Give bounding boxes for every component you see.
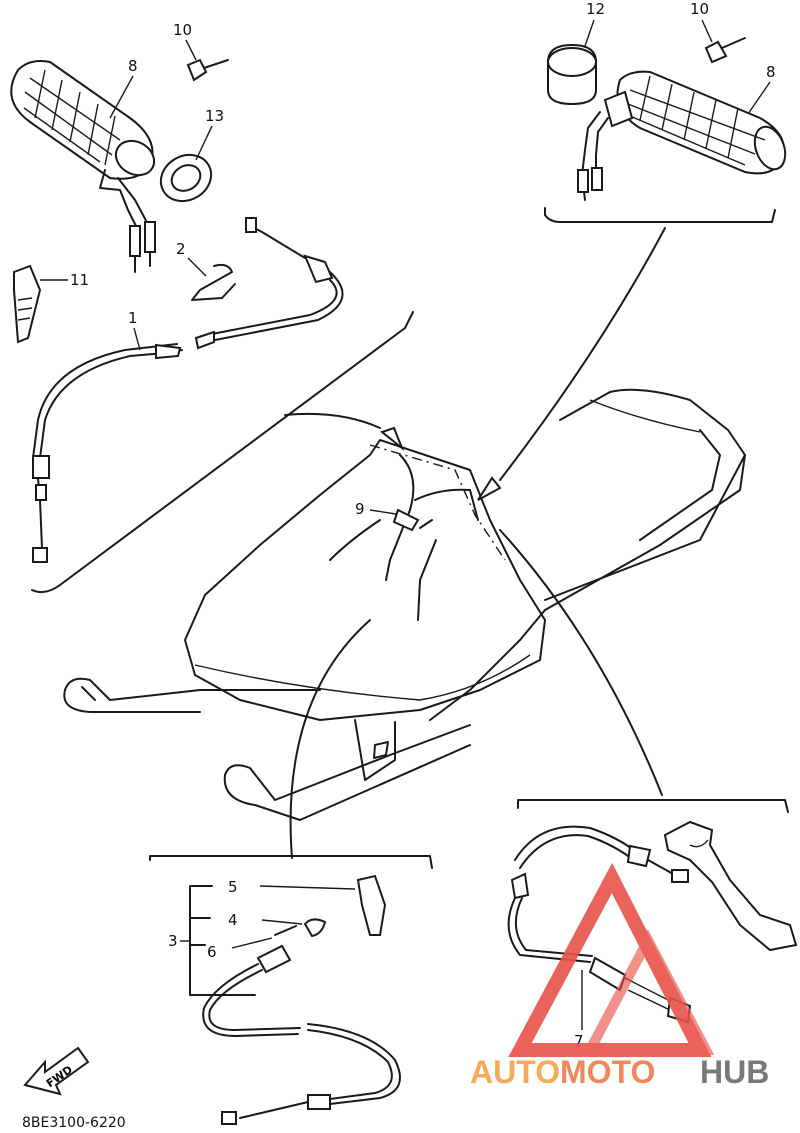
callout-6: 6 [207,943,217,961]
inset-border-bottom-right [517,799,789,813]
callout-8-left: 8 [128,57,138,75]
callout-13: 13 [205,107,224,125]
drawing-code: 8BE3100-6220 [22,1115,126,1131]
inset-border-bottom-left [149,855,433,869]
inset-border-left [31,311,414,594]
brake-lever [663,820,798,952]
callout-12: 12 [586,0,605,18]
part-3-cable-assy [189,874,401,1125]
watermark-moto: MOTO [560,1054,655,1090]
part-12-cap [547,43,597,106]
automotohub-watermark: AUTO MOTO HUB [470,862,769,1090]
callout-4: 4 [228,911,238,929]
callout-3: 3 [168,932,178,950]
callout-10-left: 10 [173,21,192,39]
callout-8-right: 8 [766,63,776,81]
callout-2: 2 [176,240,186,258]
leader-lines [284,227,666,859]
part-13-ring [159,153,213,203]
callout-1: 1 [128,309,138,327]
callout-11: 11 [70,271,89,289]
callout-5: 5 [228,878,238,896]
part-2-clip [191,263,236,301]
watermark-auto: AUTO [470,1054,560,1090]
snowmobile-body [63,388,746,821]
part-1-cable [32,217,344,563]
left-grip [10,60,156,273]
right-grip [577,70,787,201]
part-11-band [13,264,42,344]
part-10-screw-right [704,37,746,64]
fwd-arrow: FWD [23,1046,90,1096]
watermark-hub: HUB [700,1054,769,1090]
part-10-screw-left [186,58,229,82]
callout-9: 9 [355,500,365,518]
callout-10-right: 10 [690,0,709,18]
inset-border-right [544,207,776,223]
callouts: 10 8 13 2 11 1 12 10 8 9 5 4 3 6 7 8BE31… [22,0,776,1131]
part-7-brake-cable [507,825,692,1030]
callout-7: 7 [574,1032,584,1050]
